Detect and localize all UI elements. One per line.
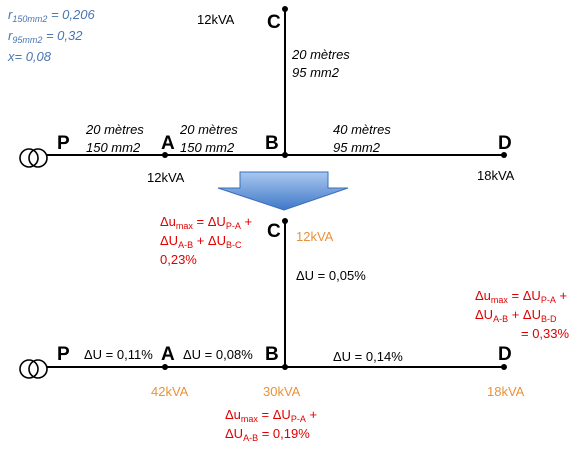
max-drop-d: Δumax = ΔUP-A + ΔUA-B + ΔUB-D = 0,33% <box>475 288 570 341</box>
bottom-load-c: 12kVA <box>296 229 334 244</box>
top-load-a: 12kVA <box>147 170 185 185</box>
top-load-c: 12kVA <box>197 12 235 27</box>
max-drop-c: Δumax = ΔUP-A + ΔUA-B + ΔUB-C 0,23% <box>160 214 253 267</box>
drop-ab: ΔU = 0,08% <box>183 347 253 362</box>
bottom-load-d: 18kVA <box>487 384 525 399</box>
bottom-node-c: C <box>267 221 281 242</box>
drop-bd: ΔU = 0,14% <box>333 349 403 364</box>
down-arrow-icon <box>217 171 349 211</box>
param-r95: r95mm2 = 0,32 <box>8 28 83 45</box>
bottom-node-d: D <box>498 344 512 365</box>
top-node-b: B <box>265 133 279 154</box>
drop-pa: ΔU = 0,11% <box>84 347 153 362</box>
bottom-node-a: A <box>161 344 175 365</box>
top-node-c: C <box>267 12 281 33</box>
param-r150: r150mm2 = 0,206 <box>8 7 95 24</box>
bottom-node-b: B <box>265 344 279 365</box>
transformer-icon-top <box>19 148 48 168</box>
drop-bc: ΔU = 0,05% <box>296 268 366 283</box>
top-node-d: D <box>498 133 512 154</box>
bottom-network-lines <box>47 218 507 370</box>
bottom-node-p: P <box>57 344 70 365</box>
top-node-p: P <box>57 133 70 154</box>
max-drop-b: Δumax = ΔUP-A + ΔUA-B = 0,19% <box>225 407 318 443</box>
param-x: x= 0,08 <box>8 49 52 64</box>
top-node-a: A <box>161 133 175 154</box>
bottom-load-b: 30kVA <box>263 384 301 399</box>
top-load-d: 18kVA <box>477 168 515 183</box>
transformer-icon-bottom <box>19 359 48 379</box>
bottom-load-a: 42kVA <box>151 384 189 399</box>
top-network-lines <box>47 6 507 158</box>
